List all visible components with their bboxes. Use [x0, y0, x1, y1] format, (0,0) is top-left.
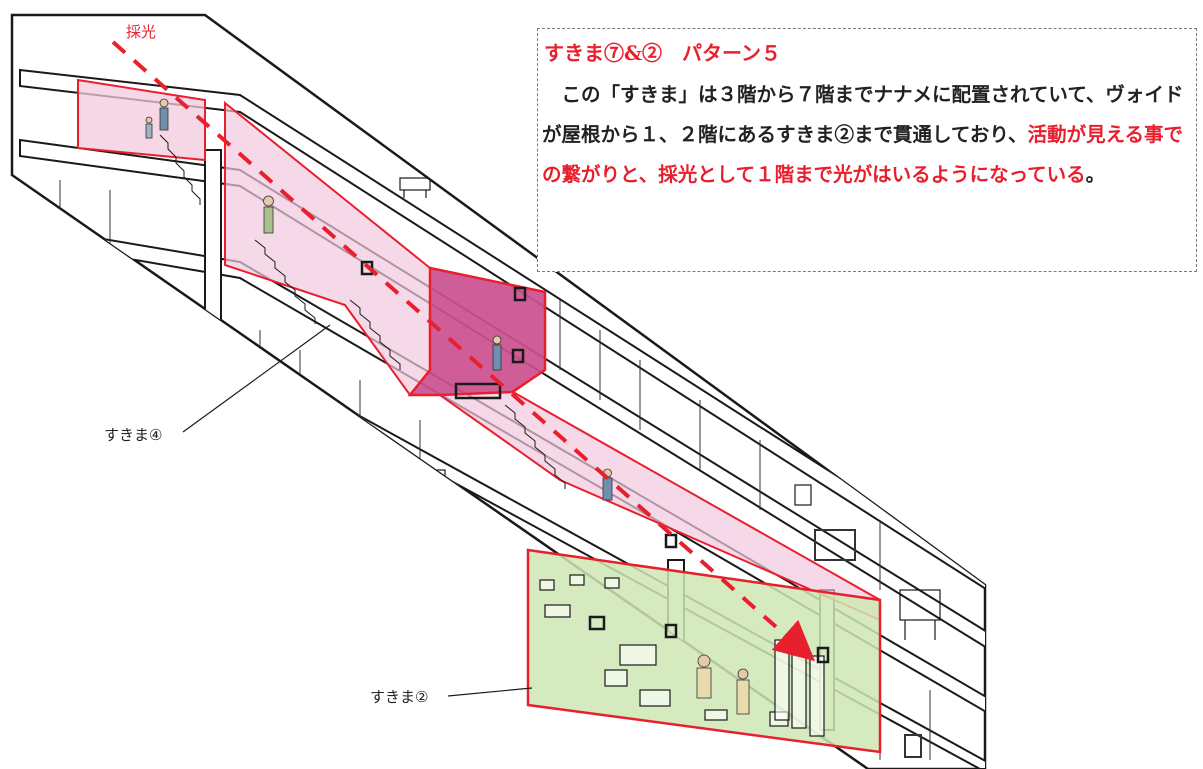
openings [360, 260, 830, 664]
callout-body-end: 。 [1085, 163, 1106, 186]
explanation-callout: すきま⑦&② パターン５ この「すきま」は３階から７階までナナメに配置されていて… [537, 28, 1197, 272]
gap2-label: すきま② [370, 688, 428, 706]
callout-title: すきま⑦&② パターン５ [544, 41, 782, 65]
callout-body: この「すきま」は３階から７階までナナメに配置されていて、ヴォイドが屋根から１、２… [542, 75, 1192, 195]
gap2-leader-line [447, 687, 533, 697]
staircase [159, 134, 566, 489]
callout-body-highlight: 活動が見える事での繋がりと、採光として１階まで光がはいるようになっている [542, 123, 1183, 186]
light-label: 採光 [126, 23, 156, 41]
light-path-arrow [111, 40, 815, 662]
gap4-leader-line [182, 324, 331, 433]
gap4-label: すきま④ [104, 426, 162, 444]
floor-slab [19, 68, 985, 600]
people-figures [145, 98, 750, 715]
callout-body-text: この「すきま」は３階から７階までナナメに配置されていて、ヴォイドが屋根から１、２… [542, 83, 1184, 146]
void-central [407, 266, 547, 397]
void-upper [77, 78, 206, 162]
column [204, 149, 222, 351]
